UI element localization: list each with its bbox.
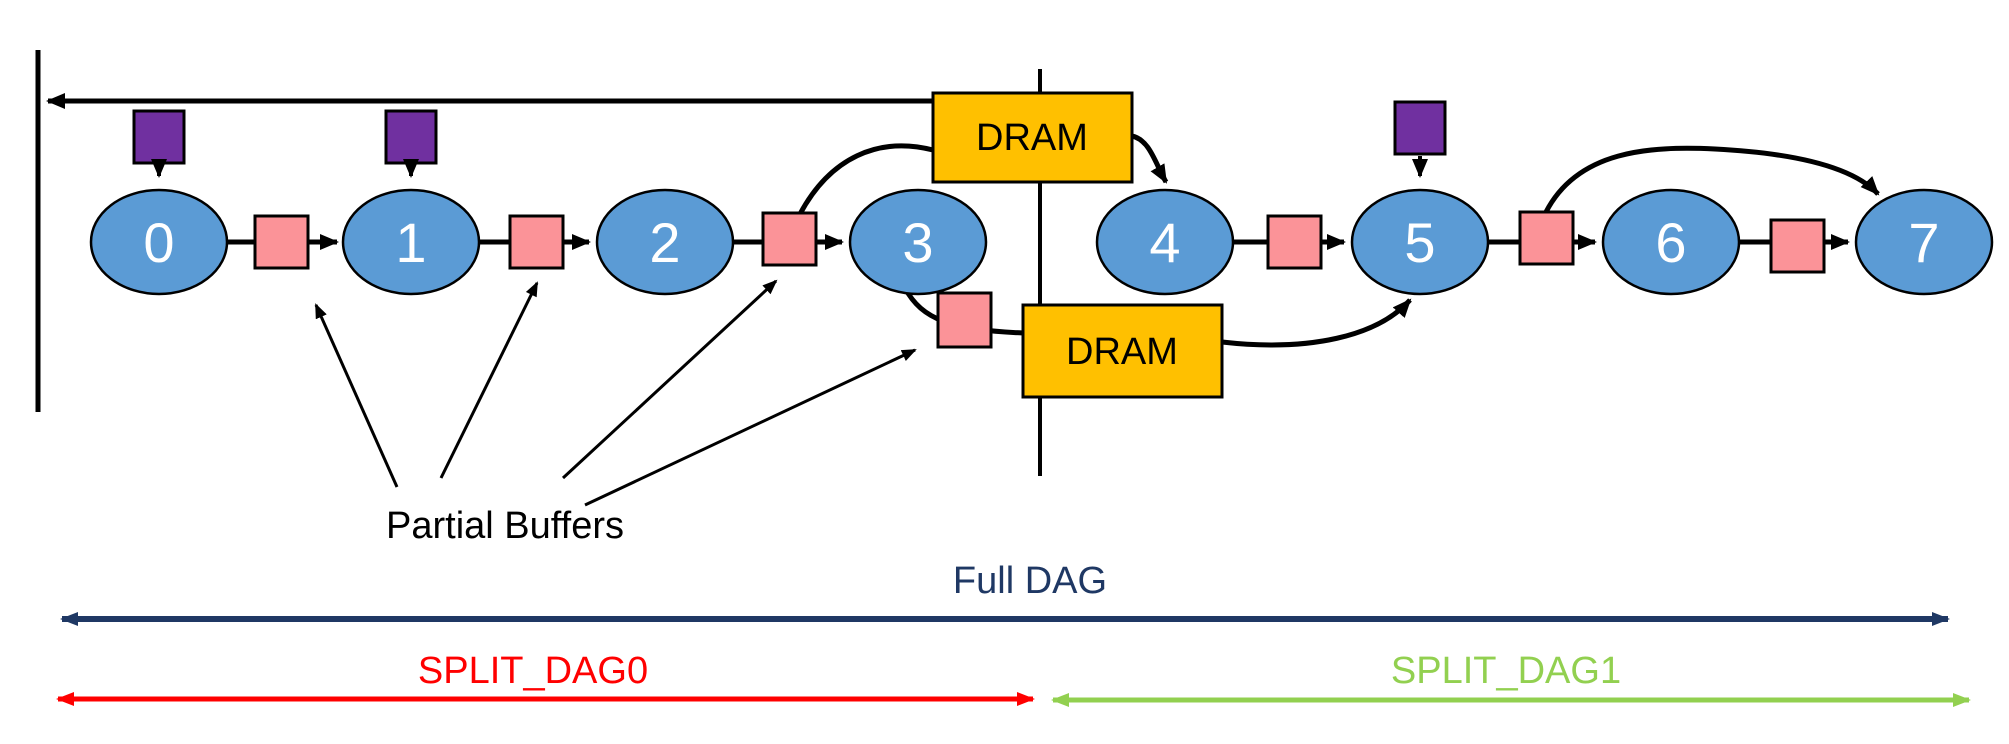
dram-bottom-label: DRAM xyxy=(1066,331,1178,373)
dag-node-5: 5 xyxy=(1350,188,1490,296)
partial-buffers-label: Partial Buffers xyxy=(386,505,624,547)
node-ellipse-4 xyxy=(1095,188,1235,296)
node-label-2: 2 xyxy=(649,211,680,274)
node-label-4: 4 xyxy=(1149,211,1180,274)
dag-node-2: 2 xyxy=(595,188,735,296)
input-buffer-node1 xyxy=(384,109,438,165)
dram-bottom-box xyxy=(1021,303,1224,399)
node-ellipse-0 xyxy=(89,188,229,296)
node-label-7: 7 xyxy=(1908,211,1939,274)
curve-dram-bottom-to-node5 xyxy=(1221,298,1412,348)
input-buffer-node0 xyxy=(132,109,186,165)
node-ellipse-3 xyxy=(848,188,988,296)
dag-node-3: 3 xyxy=(848,188,988,296)
node-ellipse-2 xyxy=(595,188,735,296)
curve-node5-buffer-to-node7 xyxy=(1543,145,1880,214)
partial-buffers-pointer-1 xyxy=(314,303,399,488)
partial-buffer-3-dram xyxy=(936,291,993,349)
curve-buffer23-to-dram-top xyxy=(797,143,934,216)
node-label-5: 5 xyxy=(1404,211,1435,274)
dag-node-7: 7 xyxy=(1854,188,1994,296)
node-ellipse-5 xyxy=(1350,188,1490,296)
dag-node-6: 6 xyxy=(1601,188,1741,296)
full-dag-label: Full DAG xyxy=(953,560,1107,602)
node-ellipse-7 xyxy=(1854,188,1994,296)
dram-top-box xyxy=(931,91,1134,184)
node-label-0: 0 xyxy=(143,211,174,274)
partial-buffer-5-6 xyxy=(1518,210,1575,266)
node-label-6: 6 xyxy=(1655,211,1686,274)
partial-buffer-6-7 xyxy=(1769,218,1826,274)
partial-buffer-2-3 xyxy=(761,211,818,267)
curve-dram-top-to-node4 xyxy=(1131,133,1169,184)
input-buffer-node5 xyxy=(1393,100,1447,156)
dag-node-4: 4 xyxy=(1095,188,1235,296)
dram-top-label: DRAM xyxy=(976,117,1088,159)
partial-buffer-0-1 xyxy=(253,214,310,270)
partial-buffer-1-2 xyxy=(508,214,565,270)
partial-buffers-pointer-3 xyxy=(561,279,778,480)
partial-buffers-pointer-2 xyxy=(439,281,539,479)
dag-node-0: 0 xyxy=(89,188,229,296)
node-ellipse-1 xyxy=(341,188,481,296)
partial-buffers-pointer-4 xyxy=(584,348,917,507)
dag-node-1: 1 xyxy=(341,188,481,296)
split-dag0-label: SPLIT_DAG0 xyxy=(418,650,648,692)
split-dag1-label: SPLIT_DAG1 xyxy=(1391,650,1621,692)
node-label-3: 3 xyxy=(902,211,933,274)
partial-buffer-4-5 xyxy=(1266,214,1323,270)
node-label-1: 1 xyxy=(395,211,426,274)
node-ellipse-6 xyxy=(1601,188,1741,296)
